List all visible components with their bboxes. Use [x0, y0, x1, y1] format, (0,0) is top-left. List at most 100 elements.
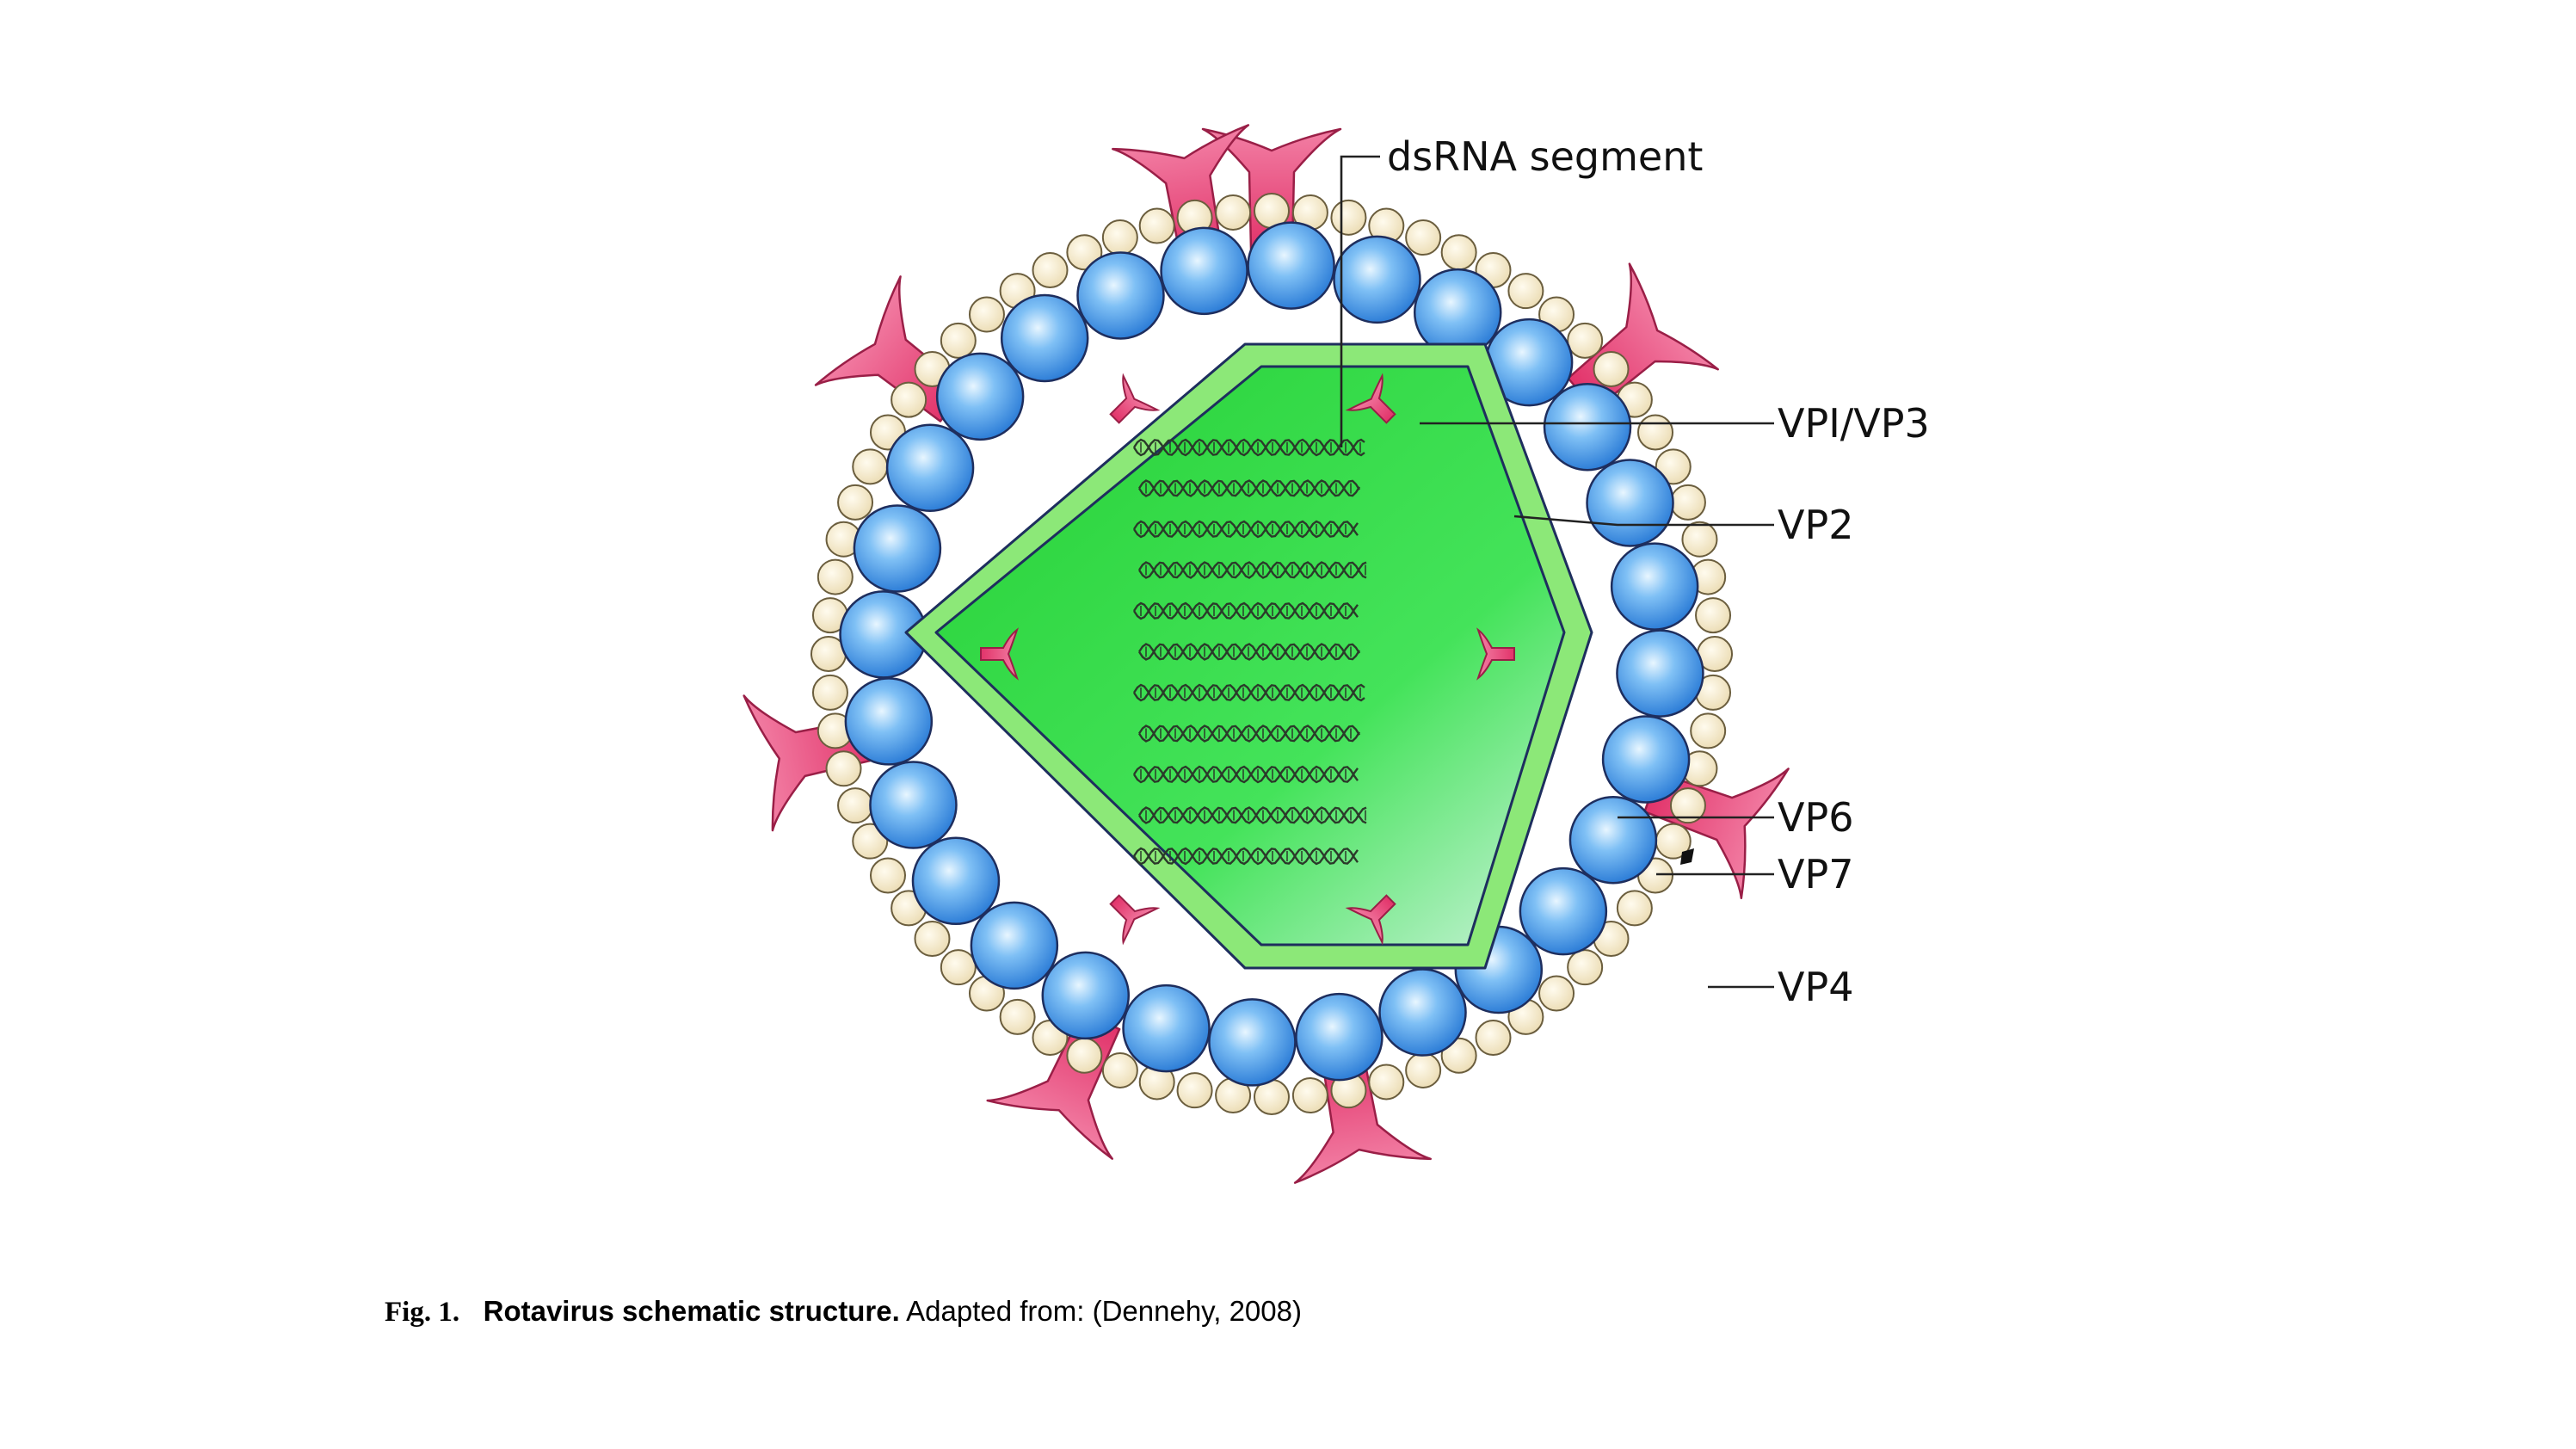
- vp6-sphere: [1610, 542, 1699, 631]
- vp7-bead: [1538, 975, 1575, 1012]
- label-vp1-vp3: VPI/VP3: [1778, 400, 1930, 447]
- vp7-bead: [837, 484, 874, 521]
- vp1-vp3-body: [1476, 627, 1515, 681]
- vp1-vp3-body: [1109, 894, 1161, 946]
- dsrna-strand: [1137, 643, 1361, 661]
- vp7-bead: [1669, 484, 1706, 521]
- vp4-spike: [1293, 1047, 1432, 1184]
- dsrna-strand: [1137, 643, 1361, 661]
- vp6-sphere: [1295, 992, 1384, 1082]
- vp7-bead: [1101, 219, 1138, 256]
- stray-mark: [1680, 848, 1694, 865]
- label-vp6: VP6: [1778, 794, 1853, 841]
- vp6-sphere: [1076, 251, 1165, 340]
- vp7-bead: [852, 448, 889, 485]
- vp7-bead: [1405, 1051, 1442, 1088]
- dsrna-strand: [1132, 520, 1359, 539]
- dsrna-strand: [1137, 479, 1361, 497]
- vp6-sphere: [1247, 221, 1335, 310]
- vp7-outer-layer: [810, 193, 1733, 1115]
- vp6-sphere: [1378, 968, 1467, 1057]
- vp4-spike: [1201, 127, 1342, 251]
- vp6-sphere: [1122, 983, 1211, 1073]
- vp1-vp3-body: [1345, 373, 1396, 424]
- vp7-bead: [1291, 1077, 1328, 1114]
- vp6-sphere: [853, 504, 942, 593]
- vp1-vp3-tripod: [1109, 894, 1161, 946]
- vp7-bead: [940, 322, 977, 359]
- dsrna-segment: [1132, 520, 1359, 539]
- vp6-sphere: [1519, 866, 1608, 956]
- vp1-vp3-tripod: [1109, 373, 1161, 424]
- dsrna-segment: [1137, 561, 1367, 579]
- dsrna-strand: [1132, 438, 1365, 457]
- vp6-sphere: [1568, 795, 1658, 885]
- vp7-bead: [1695, 597, 1732, 634]
- vp7-bead: [1690, 712, 1727, 749]
- vp1-vp3-tripod: [1345, 373, 1396, 424]
- dsrna-segment: [1137, 643, 1361, 661]
- dsrna-segment: [1137, 806, 1367, 824]
- vp4-spike-body: [1201, 127, 1342, 251]
- vp7-bead: [1176, 1072, 1213, 1109]
- vp7-bead: [1507, 273, 1544, 310]
- vp7-bead: [1637, 414, 1674, 451]
- vp6-middle-layer: [839, 221, 1704, 1087]
- vp6-sphere: [1208, 998, 1297, 1087]
- caption-title: Rotavirus schematic structure.: [483, 1295, 900, 1327]
- vp7-bead: [825, 750, 862, 787]
- vp6-sphere: [1616, 629, 1704, 718]
- vp6-sphere: [1601, 715, 1691, 804]
- dsrna-strand: [1137, 561, 1367, 579]
- vp1-vp3-tripod: [1476, 627, 1515, 681]
- label-vp4: VP4: [1778, 964, 1853, 1010]
- dsrna-segment: [1132, 683, 1365, 702]
- vp4-spike-body: [1112, 124, 1250, 261]
- dsrna-segment: [1132, 765, 1359, 784]
- vp7-bead: [817, 558, 854, 595]
- dsrna-strand: [1132, 438, 1365, 457]
- dsrna-segment: [1132, 847, 1359, 866]
- dsrna-segment: [1137, 724, 1361, 743]
- dsrna-strand: [1137, 561, 1367, 579]
- vp7-bead: [1475, 1020, 1512, 1057]
- dsrna-strand: [1132, 765, 1359, 784]
- vp7-bead: [1138, 207, 1175, 244]
- vp6-sphere: [911, 836, 1001, 926]
- caption-figure-number: Fig. 1.: [385, 1297, 460, 1328]
- dsrna-strand: [1137, 724, 1361, 743]
- vp6-sphere: [1543, 382, 1632, 472]
- dsrna-strand: [1137, 724, 1361, 743]
- vp7-bead: [1616, 890, 1653, 927]
- vp6-sphere: [970, 901, 1059, 990]
- vp7-bead: [999, 998, 1036, 1035]
- vp7-bead: [1405, 219, 1442, 256]
- vp1-vp3-body: [1109, 373, 1161, 424]
- vp7-bead: [1330, 199, 1367, 236]
- dsrna-strand: [1132, 601, 1359, 620]
- dsrna-strand: [1132, 683, 1365, 702]
- vp7-bead: [837, 787, 874, 824]
- vp7-bead: [852, 823, 889, 860]
- vp6-sphere: [1413, 268, 1502, 357]
- dsrna-strand: [1132, 520, 1359, 539]
- dsrna-segments: [1132, 438, 1367, 866]
- vp7-bead: [1567, 322, 1604, 359]
- vp7-bead: [914, 921, 951, 958]
- dsrna-segment: [1132, 601, 1359, 620]
- vp7-bead: [1440, 1037, 1477, 1074]
- vp6-sphere: [885, 423, 975, 513]
- dsrna-segment: [1132, 438, 1365, 457]
- vp6-sphere: [844, 677, 934, 766]
- vp6-sphere: [869, 761, 958, 849]
- dsrna-strand: [1137, 806, 1367, 824]
- vp6-sphere: [1333, 235, 1421, 324]
- dsrna-segment: [1137, 479, 1361, 497]
- vp7-bead: [1101, 1051, 1138, 1088]
- vp6-sphere: [935, 352, 1025, 441]
- vp4-spike: [1112, 124, 1250, 261]
- vp7-bead: [1655, 448, 1692, 485]
- dsrna-strand: [1132, 847, 1359, 866]
- vp7-bead: [1032, 251, 1069, 288]
- dsrna-strand: [1137, 479, 1361, 497]
